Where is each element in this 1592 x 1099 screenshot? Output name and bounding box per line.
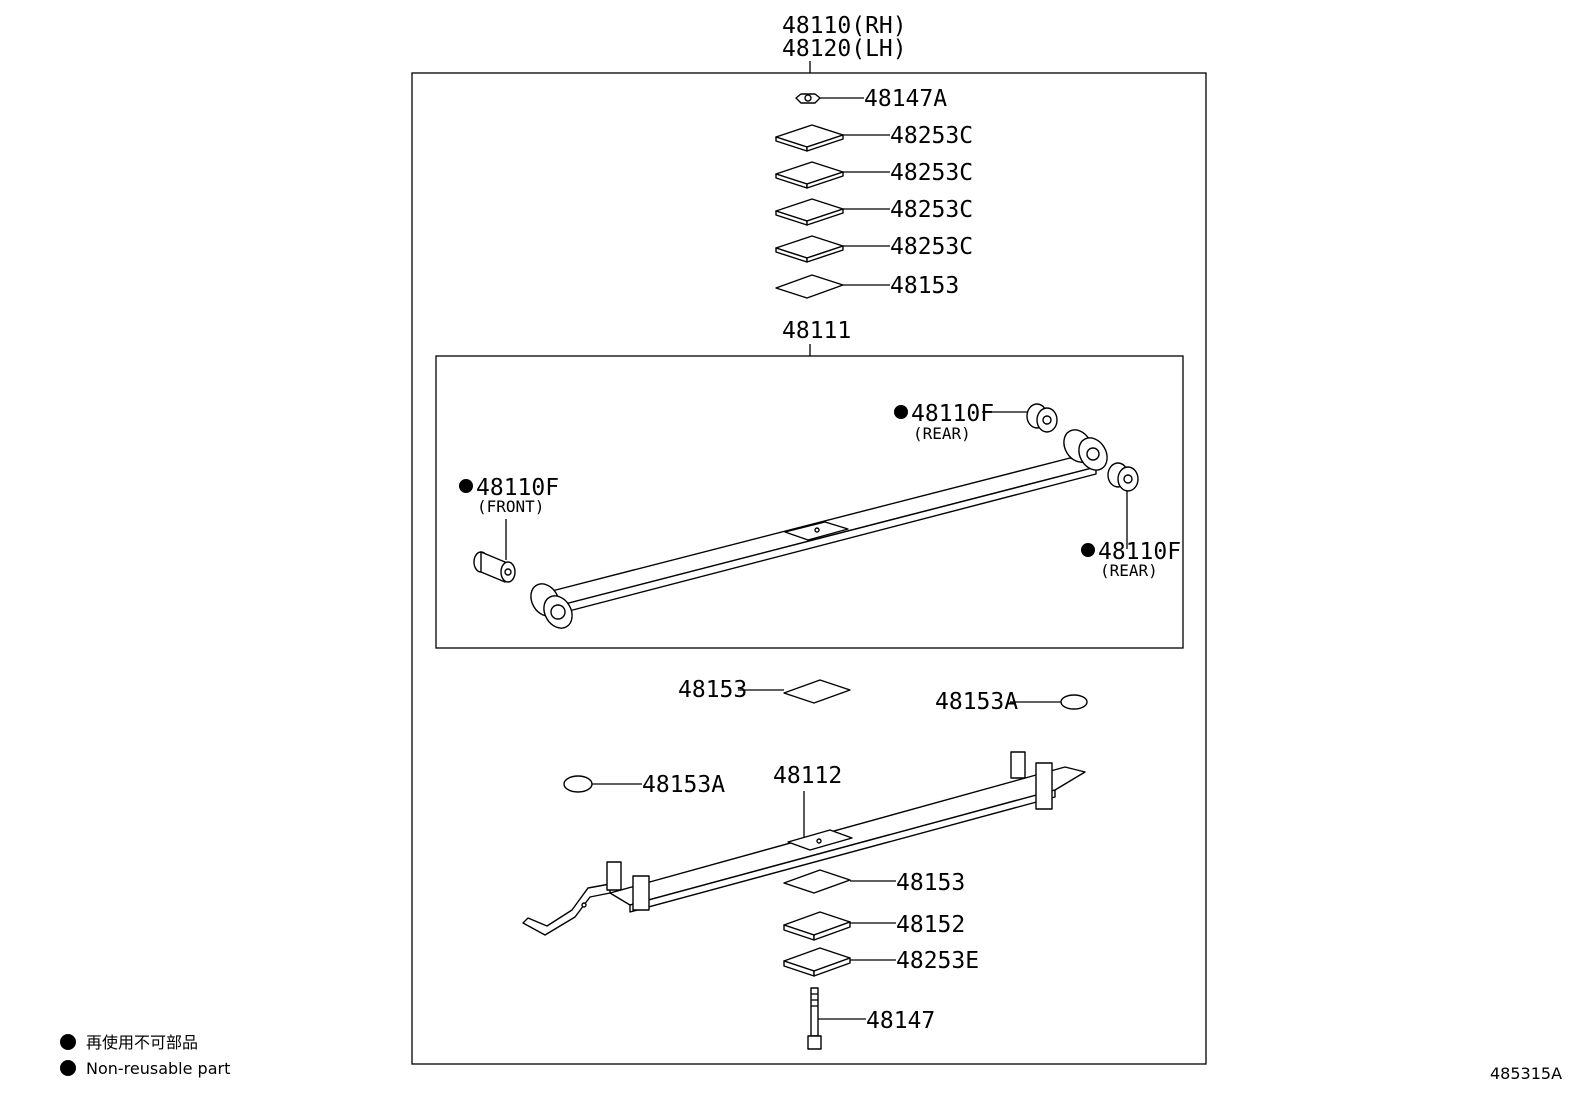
- bush-rear-lower-note: (REAR): [1100, 561, 1158, 580]
- legend-en: Non-reusable part: [86, 1059, 230, 1078]
- pad-icon: [775, 274, 844, 299]
- spacer-icon: [775, 198, 844, 226]
- disc-icon: [1060, 694, 1088, 710]
- bush-rear-upper-note: (REAR): [913, 424, 971, 443]
- pad-mid-label: 48153: [678, 677, 747, 703]
- spacer-label-1: 48253C: [890, 123, 973, 149]
- bolt-icon: [807, 987, 822, 1050]
- pad-icon: [783, 679, 851, 704]
- spacer-label-3: 48253C: [890, 197, 973, 223]
- spacer-icon: [775, 235, 844, 263]
- bush-rear-upper-label: 48110F: [911, 401, 994, 427]
- disc-right-label: 48153A: [935, 689, 1018, 715]
- nut-label: 48147A: [864, 86, 947, 112]
- assembly-lh-label: 48120(LH): [782, 36, 907, 62]
- spacer-icon: [775, 124, 844, 152]
- pad-icon: [783, 869, 851, 894]
- non-reusable-mark-icon: [60, 1034, 76, 1050]
- disc-icon: [563, 775, 593, 793]
- lower-leaf-icon: [522, 751, 1086, 936]
- disc-left-label: 48153A: [642, 772, 725, 798]
- spacer-icon: [783, 947, 851, 977]
- seat-icon: [783, 911, 851, 941]
- non-reusable-mark-icon: [459, 479, 473, 493]
- bolt-label: 48147: [866, 1008, 935, 1034]
- assembly-rh-label: 48110(RH): [782, 13, 907, 39]
- non-reusable-mark-icon: [894, 405, 908, 419]
- assembly-frame: [411, 72, 1207, 1065]
- bush-rear-lower-label: 48110F: [1098, 539, 1181, 565]
- bushing-icon: [473, 551, 516, 583]
- lower-leaf-label: 48112: [773, 763, 842, 789]
- non-reusable-mark-icon: [1081, 543, 1095, 557]
- leaf-spring-icon: [530, 429, 1108, 629]
- pad-upper-label: 48153: [890, 273, 959, 299]
- spacer-e-label: 48253E: [896, 948, 979, 974]
- pad-lower-label: 48153: [896, 870, 965, 896]
- bush-front-note: (FRONT): [477, 497, 544, 516]
- bush-front-label: 48110F: [476, 475, 559, 501]
- non-reusable-mark-icon: [60, 1060, 76, 1076]
- diagram-code: 485315A: [1490, 1064, 1562, 1083]
- spacer-label-4: 48253C: [890, 234, 973, 260]
- bushing-icon: [1107, 462, 1139, 492]
- spacer-icon: [775, 161, 844, 189]
- legend-jp: 再使用不可部品: [86, 1033, 198, 1052]
- nut-icon: [795, 93, 821, 104]
- spacer-label-2: 48253C: [890, 160, 973, 186]
- seat-label: 48152: [896, 912, 965, 938]
- leaf-label: 48111: [782, 318, 851, 344]
- bushing-icon: [1026, 403, 1058, 433]
